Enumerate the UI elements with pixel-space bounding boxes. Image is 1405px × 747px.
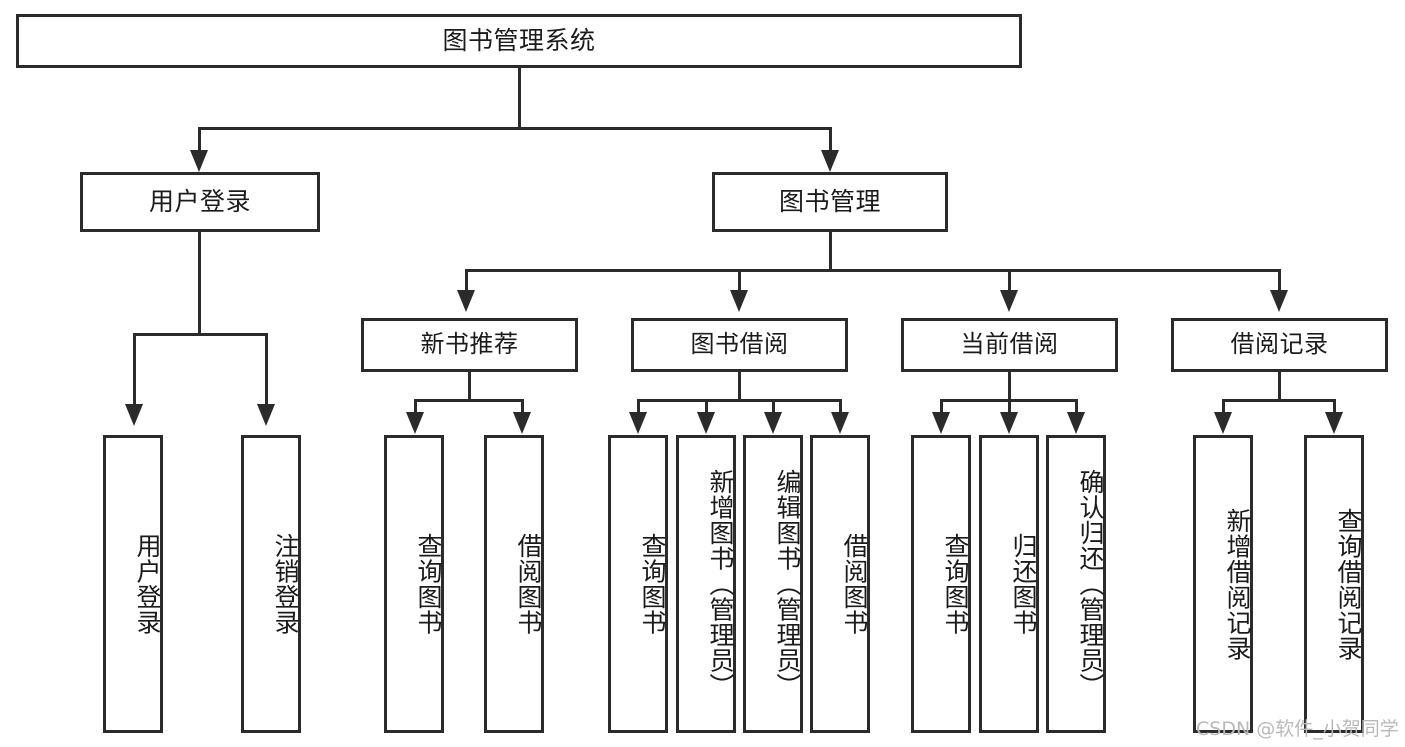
arrowhead-book-borrow — [730, 290, 748, 312]
node-label: 确认归还（管理员） — [1076, 469, 1105, 699]
connector-current-borrow-leaf-2 — [1008, 399, 1011, 421]
connector-to-new-book — [465, 269, 468, 301]
arrowhead-current-borrow-leaf-1 — [932, 412, 950, 434]
watermark-text: CSDN @软件_小贺同学 — [1196, 718, 1399, 740]
arrowhead-current-borrow-leaf-3 — [1067, 412, 1085, 434]
node-label: 查询图书 — [638, 533, 667, 635]
connector-current-borrow-leaf-3 — [1075, 399, 1078, 421]
leaf-new-book-query-book[interactable]: 查询图书 — [384, 435, 444, 733]
node-book-borrow[interactable]: 图书借阅 — [631, 318, 848, 372]
node-label: 新增图书（管理员） — [706, 469, 735, 699]
connector-root-stem — [518, 68, 521, 129]
node-borrow-record[interactable]: 借阅记录 — [1171, 318, 1388, 372]
arrowhead-book-manage — [821, 150, 839, 172]
arrowhead-new-book-leaf-1 — [406, 412, 424, 434]
node-label: 图书借阅 — [690, 330, 789, 359]
arrowhead-user-login — [190, 150, 208, 172]
node-label: 当前借阅 — [960, 330, 1059, 359]
node-label: 图书管理 — [778, 186, 881, 216]
leaf-book-borrow-edit-book-admin[interactable]: 编辑图书（管理员） — [743, 435, 803, 733]
connector-user-login-leaf-1 — [133, 333, 136, 416]
connector-current-borrow-leaf-1 — [940, 399, 943, 421]
leaf-book-borrow-borrow-book[interactable]: 借阅图书 — [810, 435, 870, 733]
arrowhead-current-borrow — [1000, 290, 1018, 312]
arrowhead-borrow-record-leaf-2 — [1325, 412, 1343, 434]
node-current-borrow[interactable]: 当前借阅 — [901, 318, 1118, 372]
connector-to-user-login — [198, 127, 201, 162]
leaf-borrow-record-query-record[interactable]: 查询借阅记录 — [1304, 435, 1364, 733]
leaf-borrow-record-add-record[interactable]: 新增借阅记录 — [1193, 435, 1253, 733]
connector-new-book-bus — [414, 399, 524, 402]
connector-new-book-leaf-1 — [414, 399, 417, 421]
connector-to-current-borrow — [1008, 269, 1011, 301]
leaf-current-borrow-return-book[interactable]: 归还图书 — [979, 435, 1039, 733]
connector-new-book-leaf-2 — [521, 399, 524, 421]
node-label: 查询图书 — [414, 533, 443, 635]
connector-borrow-record-leaf-2 — [1333, 399, 1336, 421]
node-label: 编辑图书（管理员） — [773, 469, 802, 699]
leaf-user-login-login[interactable]: 用户登录 — [103, 435, 163, 733]
leaf-book-borrow-add-book-admin[interactable]: 新增图书（管理员） — [676, 435, 736, 733]
connector-user-login-stem — [198, 232, 201, 336]
connector-book-borrow-leaf-4 — [839, 399, 842, 421]
connector-book-borrow-stem — [738, 372, 741, 402]
node-label: 借阅图书 — [840, 533, 869, 635]
connector-book-borrow-leaf-2 — [705, 399, 708, 421]
connector-book-borrow-bus — [637, 399, 842, 402]
arrowhead-book-borrow-leaf-3 — [764, 412, 782, 434]
leaf-current-borrow-query-book[interactable]: 查询图书 — [911, 435, 971, 733]
node-label: 借阅记录 — [1230, 330, 1329, 359]
connector-level2-bus — [198, 127, 832, 130]
arrowhead-user-login-leaf-1 — [125, 404, 143, 426]
node-label: 新书推荐 — [420, 330, 519, 359]
leaf-book-borrow-query-book[interactable]: 查询图书 — [608, 435, 668, 733]
node-book-manage[interactable]: 图书管理 — [712, 172, 948, 232]
node-label: 查询借阅记录 — [1334, 507, 1363, 661]
connector-current-borrow-stem — [1008, 372, 1011, 402]
connector-to-book-manage — [829, 127, 832, 162]
connector-user-login-bus — [133, 333, 267, 336]
arrowhead-book-borrow-leaf-1 — [629, 412, 647, 434]
arrowhead-book-borrow-leaf-4 — [831, 412, 849, 434]
arrowhead-borrow-record-leaf-1 — [1214, 412, 1232, 434]
arrowhead-book-borrow-leaf-2 — [697, 412, 715, 434]
connector-to-borrow-record — [1278, 269, 1281, 301]
node-label: 归还图书 — [1009, 533, 1038, 635]
arrowhead-new-book — [457, 290, 475, 312]
connector-new-book-stem — [468, 372, 471, 402]
connector-borrow-record-bus — [1222, 399, 1336, 402]
connector-borrow-record-stem — [1278, 372, 1281, 402]
node-label: 查询图书 — [941, 533, 970, 635]
connector-level3-bus — [465, 269, 1281, 272]
node-label: 新增借阅记录 — [1223, 507, 1252, 661]
node-label: 用户登录 — [133, 533, 162, 635]
arrowhead-current-borrow-leaf-2 — [1000, 412, 1018, 434]
connector-borrow-record-leaf-1 — [1222, 399, 1225, 421]
node-root-system[interactable]: 图书管理系统 — [16, 14, 1022, 68]
leaf-user-login-logout[interactable]: 注销登录 — [241, 435, 301, 733]
arrowhead-user-login-leaf-2 — [257, 404, 275, 426]
leaf-new-book-borrow-book[interactable]: 借阅图书 — [484, 435, 544, 733]
node-label: 注销登录 — [271, 533, 300, 635]
arrowhead-new-book-leaf-2 — [513, 412, 531, 434]
node-label: 借阅图书 — [514, 533, 543, 635]
node-label: 用户登录 — [148, 186, 251, 216]
leaf-current-borrow-confirm-return-admin[interactable]: 确认归还（管理员） — [1046, 435, 1106, 733]
connector-book-borrow-leaf-1 — [637, 399, 640, 421]
connector-to-book-borrow — [738, 269, 741, 301]
node-user-login[interactable]: 用户登录 — [80, 172, 320, 232]
node-label: 图书管理系统 — [442, 25, 596, 55]
arrowhead-borrow-record — [1270, 290, 1288, 312]
connector-user-login-leaf-2 — [265, 333, 268, 416]
connector-book-borrow-leaf-3 — [772, 399, 775, 421]
connector-book-manage-stem — [829, 232, 832, 272]
node-new-book-recommend[interactable]: 新书推荐 — [361, 318, 578, 372]
